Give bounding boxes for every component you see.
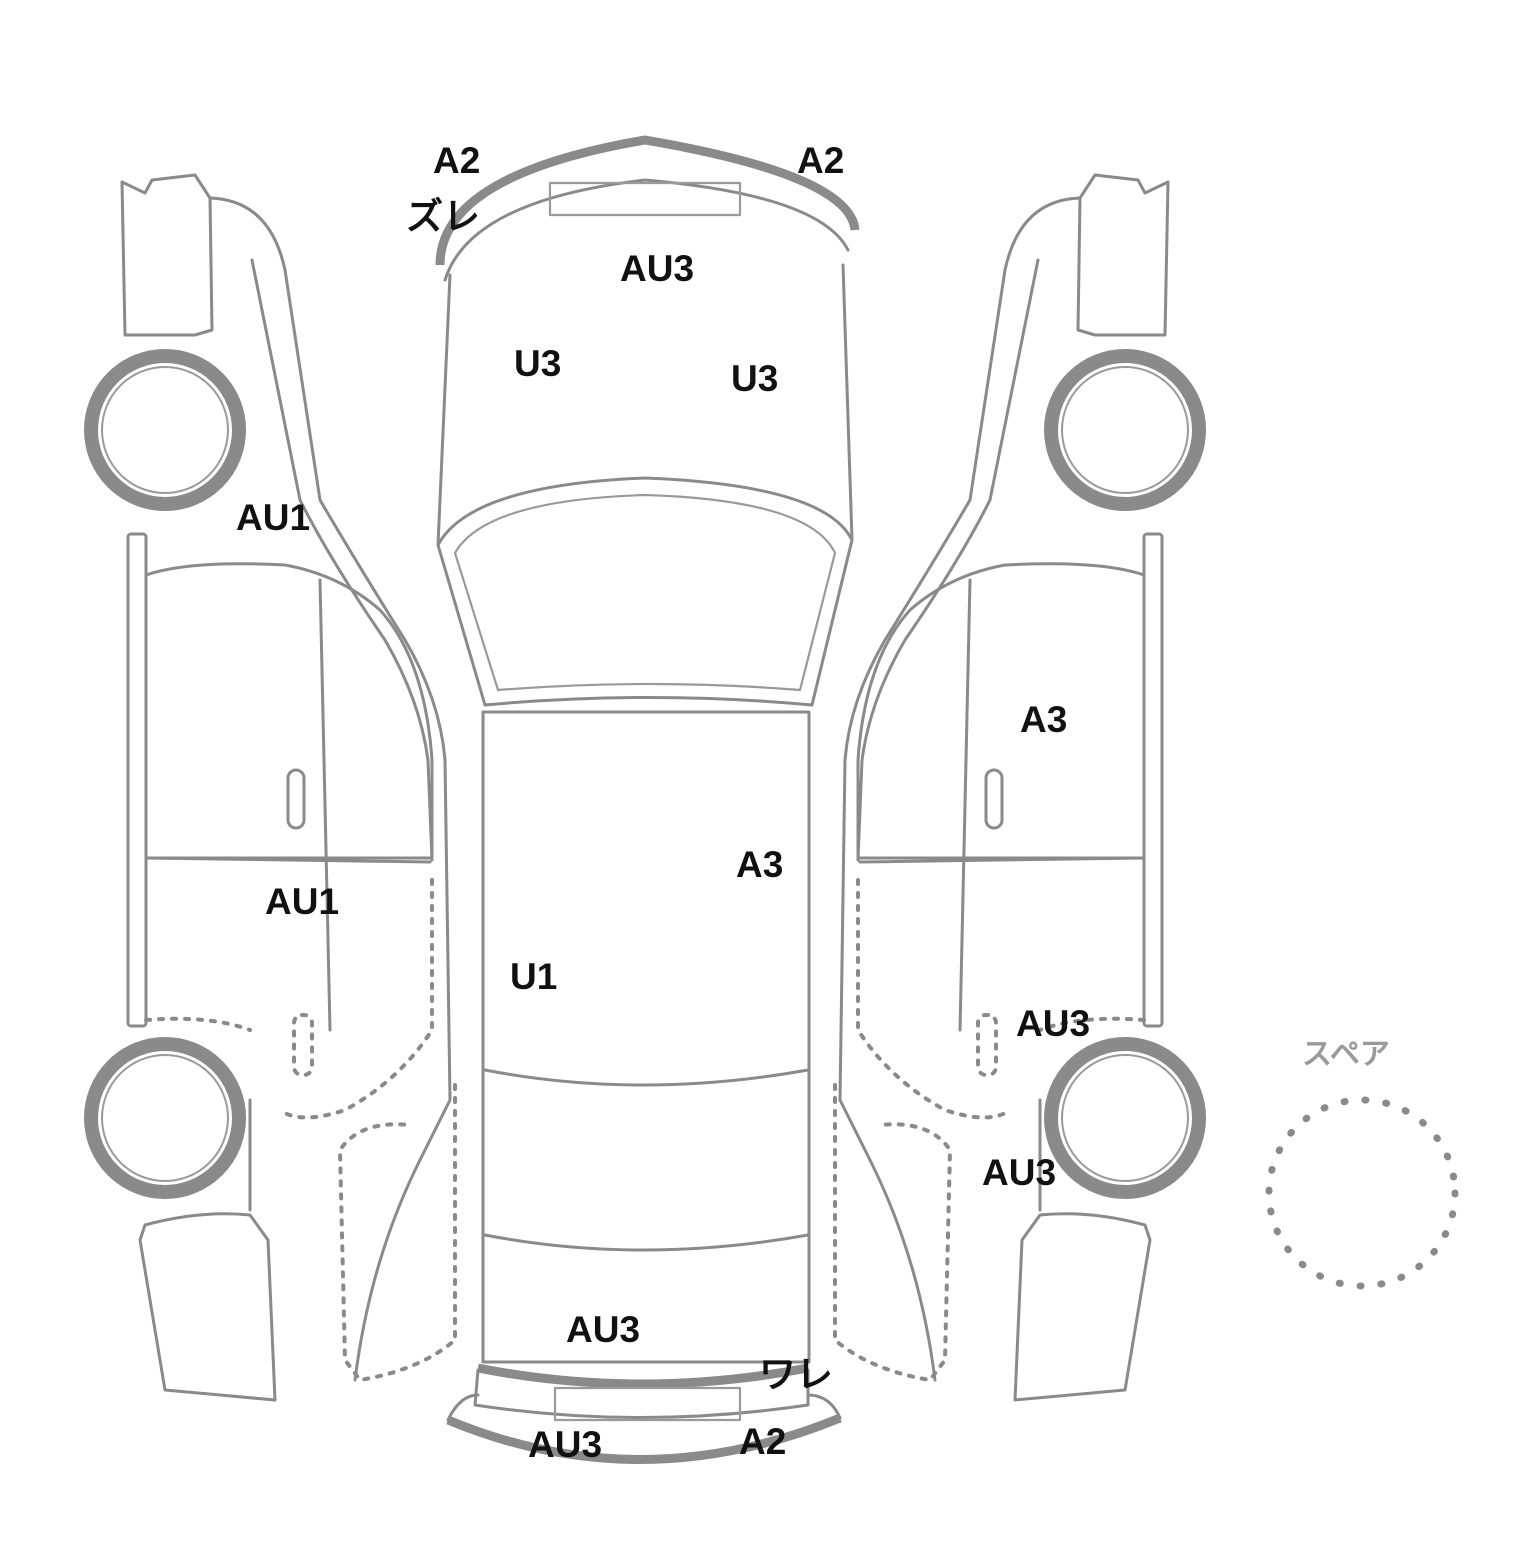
front-bumper-inner <box>443 178 850 282</box>
spare-tire-label: スペア <box>1302 1037 1390 1072</box>
mark-right-rear-quarter-upper: AU3 <box>1016 1003 1091 1044</box>
windshield-outer <box>436 476 854 707</box>
left-front-wheel <box>84 349 246 511</box>
mark-hood-right: U3 <box>731 358 779 399</box>
left-door-handle <box>286 768 306 830</box>
windshield-glass <box>453 493 837 692</box>
left-front-wheel-rim <box>101 366 229 494</box>
left-door-front-outline <box>144 562 434 860</box>
left-rear-pillar-dashed <box>337 1083 457 1383</box>
mark-right-front-door: A3 <box>1020 699 1068 740</box>
front-license-plate <box>548 181 742 217</box>
mark-front-bumper-left-note: ズレ <box>406 196 480 237</box>
mark-rear-bumper-right: A2 <box>739 1421 787 1462</box>
left-rear-wheel-rim <box>101 1054 229 1182</box>
rear-bumper-frame <box>446 1368 842 1422</box>
left-rear-wheel <box>84 1037 246 1199</box>
roof-outline <box>481 710 811 1364</box>
rear-bumper-outline <box>446 1363 842 1464</box>
mark-roof-right: A3 <box>736 844 784 885</box>
left-sill-dashed <box>144 1016 252 1032</box>
rear-window-top <box>483 1068 810 1087</box>
mark-hood-front: AU3 <box>620 248 695 289</box>
left-fuel-cap-dashed <box>292 1013 314 1077</box>
left-rear-bumper-outline <box>138 1212 277 1402</box>
left-door-divider <box>318 578 332 1032</box>
mark-right-rear-quarter-lower: AU3 <box>982 1152 1057 1193</box>
left-rear-door-dashed <box>278 878 434 1120</box>
left-side-view <box>84 173 457 1402</box>
mark-roof-center: U1 <box>510 956 558 997</box>
left-fender-outline <box>208 196 452 1102</box>
top-view <box>435 135 860 1464</box>
mark-front-bumper-left: A2 <box>433 140 481 181</box>
mark-left-front-fender: AU1 <box>236 497 311 538</box>
right-side-view <box>833 173 1206 1402</box>
mark-front-bumper-right: A2 <box>797 140 845 181</box>
mark-rear-bumper-left: AU3 <box>528 1424 603 1465</box>
left-rear-quarter-outline <box>248 1098 452 1382</box>
mark-left-front-door: AU1 <box>265 881 340 922</box>
mark-rear-bumper-note: ワレ <box>759 1354 833 1395</box>
spare-tire <box>1265 1096 1459 1290</box>
left-a-pillar-inner <box>250 258 434 862</box>
left-front-bumper-outline <box>120 173 214 337</box>
front-bumper-outline <box>435 135 860 266</box>
left-rocker-panel <box>126 532 148 1028</box>
mark-trunk: AU3 <box>566 1309 641 1350</box>
hood-outline <box>436 263 854 547</box>
left-belt-line <box>144 856 432 864</box>
mark-hood-left: U3 <box>514 343 562 384</box>
rear-license-plate <box>553 1386 742 1422</box>
rear-window-bottom <box>483 1233 810 1252</box>
